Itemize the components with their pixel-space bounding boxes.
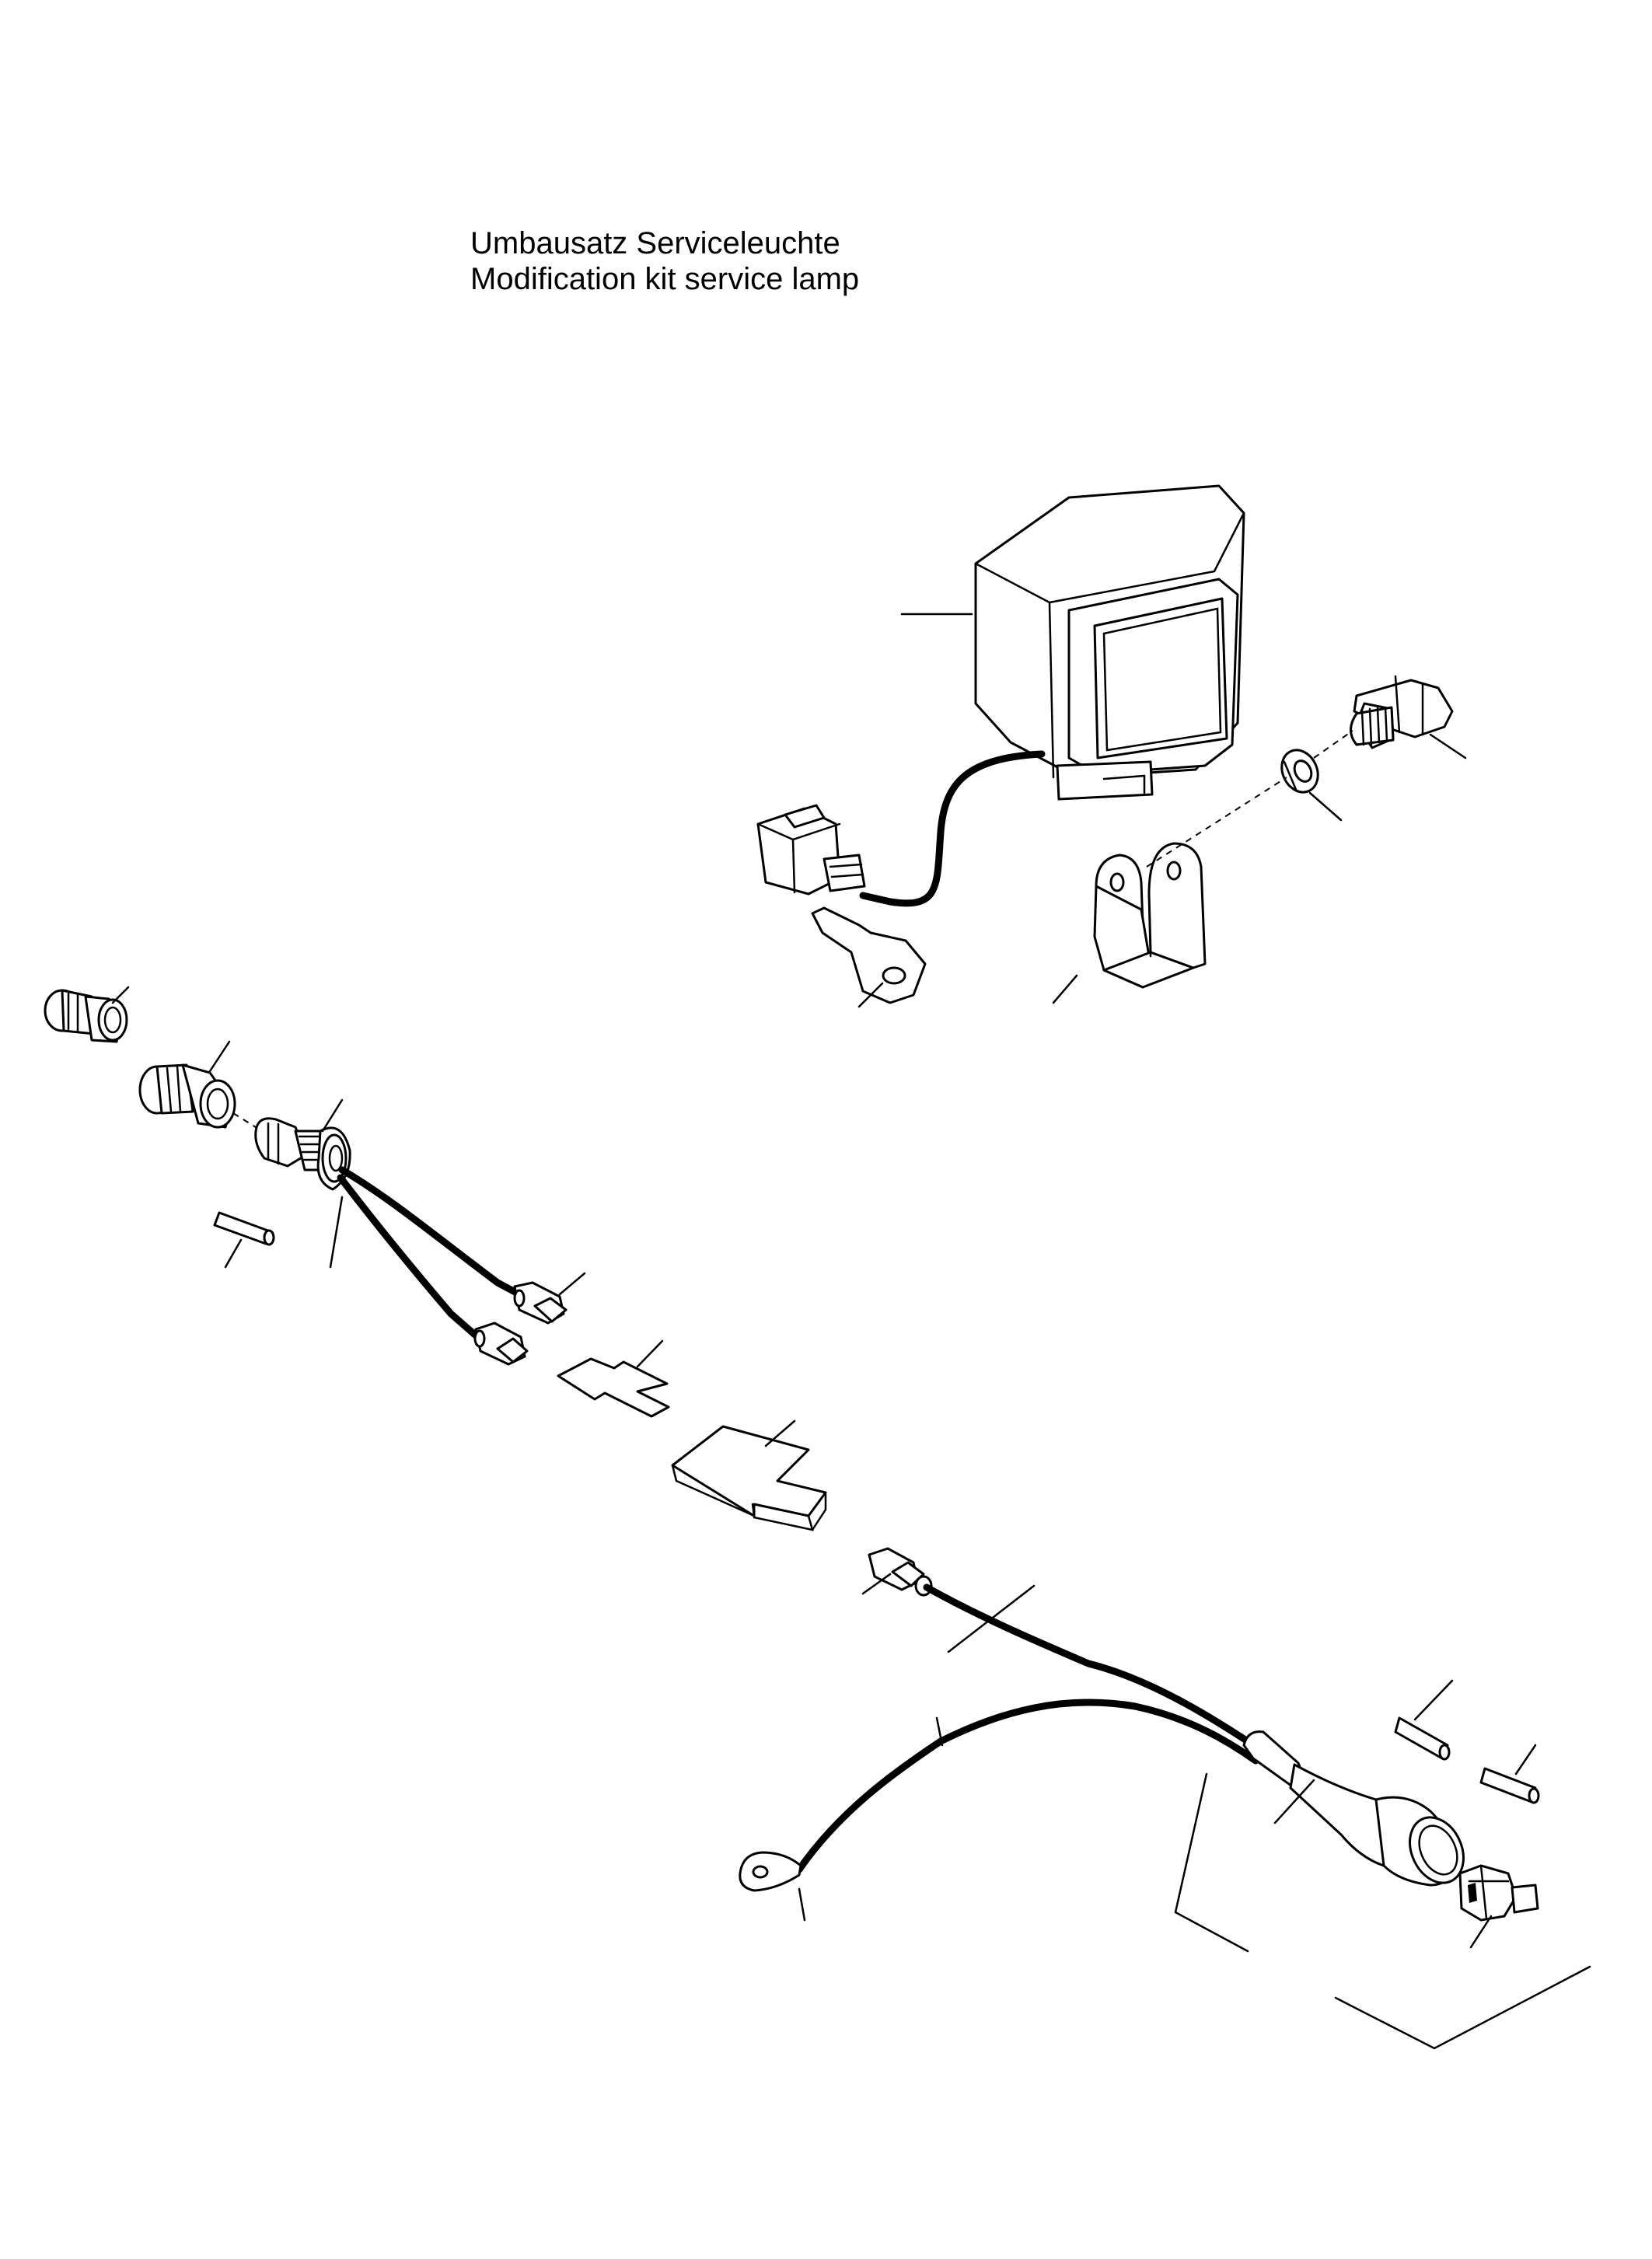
leader-wire-ground bbox=[935, 1716, 944, 1747]
cable-clip bbox=[811, 906, 927, 1004]
leader-cap bbox=[111, 986, 130, 1004]
diagram-title-german: Umbausatz Serviceleuchte bbox=[470, 226, 840, 260]
leader-t-plate bbox=[636, 1339, 664, 1368]
group-leader-line bbox=[1174, 1772, 1249, 1953]
leader-nut bbox=[208, 1040, 231, 1073]
t-label-plate bbox=[557, 1357, 670, 1418]
lock-washer bbox=[1280, 749, 1319, 794]
diagram-title-block: Umbausatz Serviceleuchte Modification ki… bbox=[470, 225, 859, 297]
harness-connector-plug bbox=[1458, 1864, 1539, 1922]
leader-wire-upper bbox=[947, 1584, 1036, 1653]
pin-left bbox=[213, 1211, 275, 1246]
leader-sleeve-boot bbox=[1273, 1779, 1315, 1824]
assembly-axis-line bbox=[1146, 777, 1287, 868]
leader-socket-lower bbox=[329, 1196, 344, 1269]
protective-cap bbox=[44, 989, 128, 1043]
leader-flat-block bbox=[764, 1419, 796, 1447]
u-mounting-bracket bbox=[1093, 842, 1207, 989]
flat-terminal-lower bbox=[473, 1322, 529, 1366]
harness-terminal bbox=[868, 1547, 933, 1597]
leader-terminal-upper bbox=[558, 1272, 586, 1296]
leader-pin-left bbox=[224, 1238, 243, 1269]
harness-wires bbox=[795, 1583, 1263, 1873]
service-lamp bbox=[974, 484, 1245, 801]
flat-block bbox=[671, 1425, 827, 1531]
group-bracket-line bbox=[1334, 1965, 1591, 2050]
lamp-cable bbox=[859, 750, 1046, 907]
leader-lines-lamp bbox=[857, 613, 1467, 1008]
socket-wires bbox=[337, 1166, 523, 1339]
leader-ring-terminal bbox=[798, 1887, 806, 1922]
leader-pin-lower-right bbox=[1514, 1744, 1537, 1775]
diagram-title-english: Modification kit service lamp bbox=[470, 262, 860, 296]
hex-bolt bbox=[1350, 675, 1454, 749]
socket-body bbox=[254, 1117, 351, 1191]
flat-terminal-upper bbox=[513, 1281, 568, 1325]
socket-nut bbox=[138, 1063, 236, 1129]
leader-harness-plug bbox=[1469, 1915, 1493, 1949]
pin-upper-right bbox=[1394, 1716, 1451, 1761]
assembly-axis-line-bolt bbox=[1313, 730, 1353, 759]
harness-sleeve-boot bbox=[1242, 1730, 1465, 1887]
leader-socket bbox=[321, 1098, 344, 1133]
leader-harness-terminal bbox=[861, 1573, 892, 1595]
leader-pin-upper-right bbox=[1413, 1679, 1454, 1721]
pin-lower-right bbox=[1479, 1767, 1540, 1804]
lamp-connector-plug bbox=[756, 804, 866, 896]
ring-terminal bbox=[739, 1851, 802, 1892]
